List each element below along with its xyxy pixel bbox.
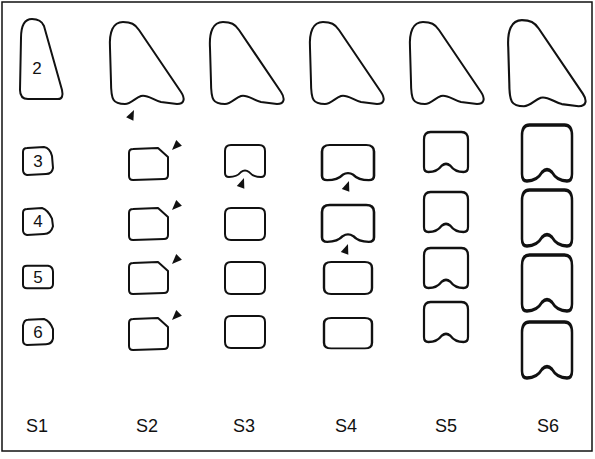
column-label: S5 [435,417,457,435]
vertebra-node: 2 [18,18,64,100]
column-label: S6 [537,417,559,435]
column-label: S1 [26,417,48,435]
vertebra-outlines [110,20,586,378]
frame [2,2,592,451]
level-number: 6 [33,324,42,341]
level-number: 2 [32,60,41,77]
column-label: S2 [136,417,158,435]
level-number: 4 [33,213,42,230]
vertebra-node: 3 [22,146,54,176]
level-number: 5 [33,269,42,286]
column-label: S4 [335,417,357,435]
vertebra-node: 5 [22,264,54,290]
level-number: 3 [33,153,42,170]
vertebra-node: 6 [22,318,54,346]
column-label: S3 [233,417,255,435]
vertebra-node: 4 [22,207,54,236]
arrowheads [126,108,353,323]
